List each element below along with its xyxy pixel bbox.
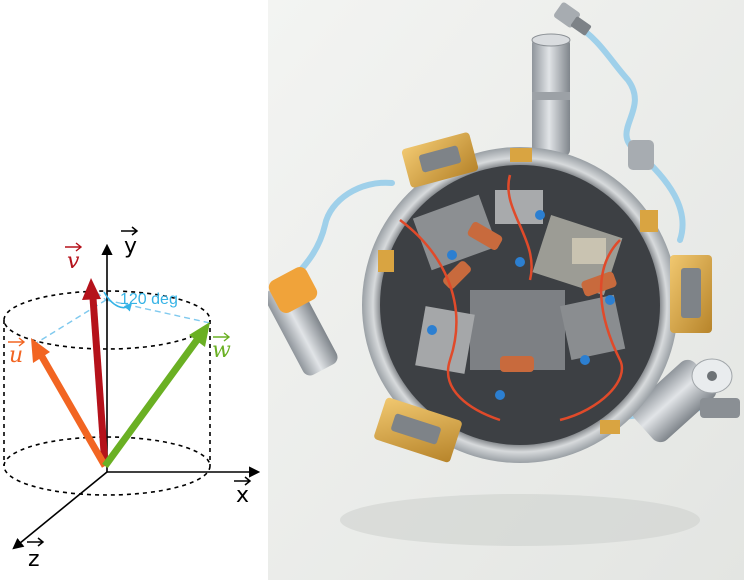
axis-labels: y x z: [27, 226, 252, 572]
z-axis-label: z: [28, 547, 40, 572]
angle-annotation: 120 deg: [103, 291, 178, 312]
left-post: [268, 267, 338, 376]
w-label-arrow-icon: [213, 332, 231, 342]
y-label-arrow-icon: [121, 226, 139, 236]
x-label-arrow-icon: [234, 476, 252, 486]
vector-diagram: y x z v u w 120 deg: [3, 226, 261, 572]
vector-v-label: v: [67, 249, 80, 274]
left-post-cap: [268, 267, 318, 313]
v-label-arrow-icon: [65, 242, 83, 252]
dashed-cylinder: [3, 290, 211, 496]
top-post: [531, 33, 571, 156]
right-post: [631, 358, 733, 443]
y-axis-label: y: [124, 234, 137, 259]
right-post-hole: [707, 371, 717, 381]
vector-w-arrowhead: [189, 322, 210, 347]
cable-top: [572, 21, 686, 243]
gold-connectors: [374, 132, 712, 463]
angle-arc: [103, 291, 133, 312]
sensor-assembly-photo: [268, 0, 744, 580]
top-coax-connector: [554, 2, 592, 36]
projection-line-w: [105, 299, 211, 324]
angle-label: 120 deg: [120, 291, 178, 308]
vector-u-label: u: [9, 343, 23, 368]
u-label-arrow-icon: [8, 337, 26, 347]
vector-v-arrowhead: [82, 278, 101, 300]
coordinate-axes: [12, 243, 261, 550]
x-axis-label: x: [236, 483, 249, 508]
right-coax-connectors: [628, 140, 740, 418]
vector-u-arrowhead: [31, 338, 50, 363]
vector-u-shaft: [37, 353, 109, 468]
vector-w-label: w: [212, 338, 231, 363]
vector-w-shaft: [102, 337, 200, 469]
interior-components: [399, 174, 626, 422]
vectors: [31, 278, 210, 469]
z-label-arrow-icon: [27, 537, 45, 547]
vector-labels: v u w: [8, 242, 231, 368]
top-post-cap: [531, 33, 571, 47]
assembly-shadow: [340, 494, 700, 546]
rim-blocks: [378, 148, 658, 434]
z-axis: [12, 471, 108, 550]
top-post-band: [532, 92, 570, 100]
vector-v-shaft: [89, 297, 109, 467]
